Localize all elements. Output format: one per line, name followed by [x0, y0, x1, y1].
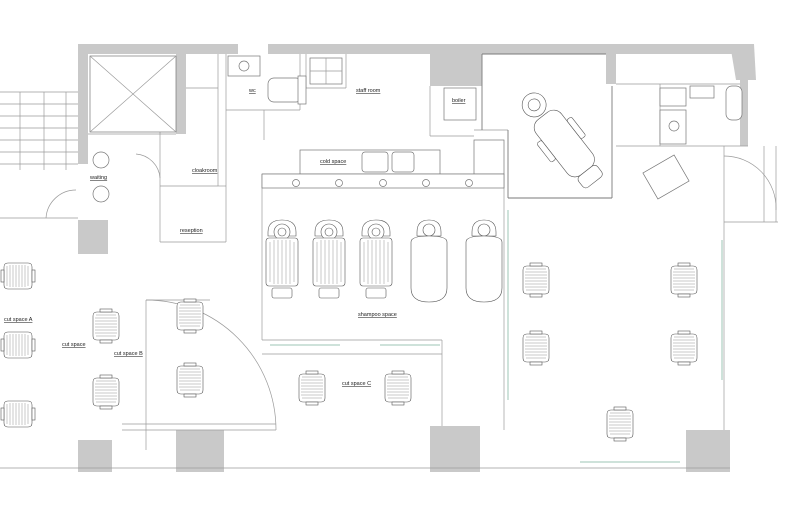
waiting-stool: [92, 185, 110, 203]
walls: [0, 44, 756, 472]
stairs: [0, 91, 78, 170]
label-shampoo-space: shampoo space: [358, 312, 397, 318]
label-cut-space-c: cut space C: [342, 381, 371, 387]
label-cut-space-a: cut space A: [4, 317, 33, 323]
cut-chairs: [0, 262, 698, 442]
label-cloakroom: cloakroom: [192, 168, 218, 174]
label-cold-space: cold space: [320, 159, 346, 165]
cold-space-counter: [299, 139, 505, 175]
label-cut-space: cut space: [62, 342, 86, 348]
utility-fixtures: [642, 85, 743, 200]
label-waiting: waiting: [89, 175, 107, 181]
label-boiler: boiler: [452, 98, 466, 104]
shampoo-chairs: [265, 219, 503, 303]
room-labels: wc staff room boiler cold space cloakroo…: [4, 88, 466, 387]
glass-partitions: [270, 210, 723, 463]
waiting-stool: [92, 151, 110, 169]
label-reception: reseption: [180, 228, 203, 234]
spa-chair: [521, 92, 603, 189]
boiler-unit: [443, 87, 477, 121]
wc-fixtures: [227, 55, 343, 105]
label-staff-room: staff room: [356, 88, 381, 94]
elevator-shaft: [89, 55, 177, 133]
label-cut-space-b: cut space B: [114, 351, 143, 357]
wash-basins: [261, 173, 505, 189]
label-wc: wc: [248, 88, 256, 94]
